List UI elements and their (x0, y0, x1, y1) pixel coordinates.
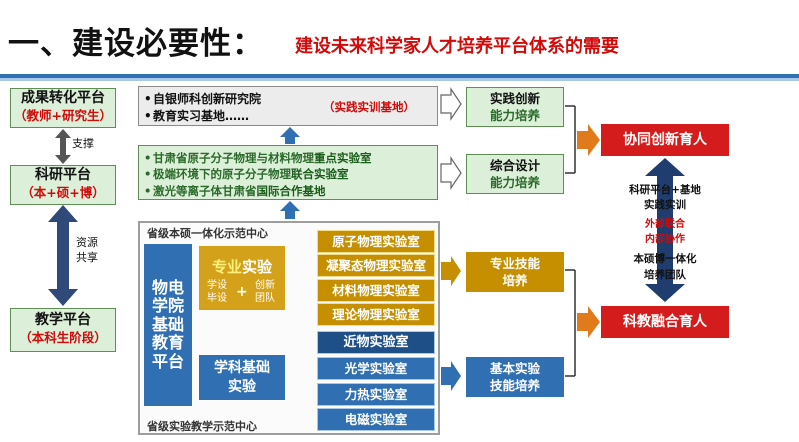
goal-arrow-top (577, 124, 600, 156)
key-lab-box: 甘肃省原子分子物理与材料物理重点实验室 极端环境下的原子分子物理联合实验室 激光… (138, 145, 438, 200)
outcome-skill-line-2: 培养 (502, 273, 528, 288)
lab-optics: 光学实验室 (317, 357, 435, 380)
practice-base-line-1: 自银师科创新研究院 (144, 91, 431, 108)
professional-left-note: 学设 毕设 (207, 279, 227, 305)
platform-teaching: 教学平台 （本科生阶段） (10, 308, 116, 352)
basic-lab-line-1: 学科基础 (214, 359, 270, 376)
page-subtitle: 建设未来科学家人才培养平台体系的需要 (295, 36, 619, 57)
outcome-practice: 实践创新 能力培养 (466, 87, 564, 127)
note-line-2: 实践实训 (644, 199, 686, 212)
professional-right-2: 团队 (255, 293, 275, 304)
outcome-design: 综合设计 能力培养 (466, 154, 564, 194)
lab-condensed: 凝聚态物理实验室 (317, 254, 435, 277)
share-label: 资源 共享 (76, 236, 98, 266)
key-lab-line-2: 极端环境下的原子分子物理联合实验室 (144, 166, 431, 183)
key-lab-line-1-em: 重点实验室 (314, 151, 372, 165)
outcome-basic-line-2: 技能培养 (489, 378, 540, 393)
key-lab-line-2-em: 联合实验室 (291, 167, 349, 182)
professional-left-1: 学设 (207, 280, 227, 291)
platform-research-name: 科研平台 (35, 167, 91, 183)
platform-research: 科研平台 （本+硕+博） (10, 165, 116, 205)
collaboration-notes: 科研平台+基地 实践实训 外部联合 内部协作 本硕博一体化 培养团队 (608, 183, 722, 283)
lab-mechanics-heat: 力热实验室 (317, 383, 435, 406)
arrow-to-practice (440, 87, 462, 121)
professional-right-1: 创新 (255, 280, 275, 291)
up-arrow-bottom (280, 201, 300, 219)
key-lab-line-3-pre: 激光等离子体甘肃省 (153, 183, 257, 198)
physics-platform-block: 物电 学院 基础 教育 平台 (144, 244, 192, 406)
professional-left-2: 毕设 (207, 293, 227, 304)
share-label-1: 资源 (76, 236, 98, 249)
key-lab-line-3: 激光等离子体甘肃省国际合作基地 (144, 183, 431, 200)
lab-materials: 材料物理实验室 (317, 279, 435, 302)
goal-arrow-bottom (577, 306, 600, 338)
platform-transfer: 成果转化平台 （教师+研究生） (10, 88, 116, 128)
top-bracket (565, 105, 576, 174)
lab-theory: 理论物理实验室 (317, 303, 435, 326)
physics-platform-line-2: 学院 (151, 296, 184, 316)
outcome-practice-line-2: 能力培养 (489, 108, 540, 123)
platform-teaching-note: （本科生阶段） (19, 329, 107, 345)
professional-plus: + (236, 284, 248, 300)
platform-transfer-note: （教师+研究生） (14, 107, 112, 123)
physics-platform-line-4: 教育 (151, 333, 184, 353)
note-line-5: 本硕博一体化 (633, 253, 697, 266)
basic-lab-line-2: 实验 (228, 378, 256, 395)
note-line-6: 培养团队 (644, 268, 686, 281)
title-underline-light (0, 78, 799, 81)
key-lab-line-3-em: 国际合作基地 (256, 183, 326, 198)
support-double-arrow (55, 129, 71, 164)
key-lab-line-1: 甘肃省原子分子物理与材料物理重点实验室 (144, 150, 431, 167)
outcome-skill-line-1: 专业技能 (489, 255, 540, 271)
outcome-skill: 专业技能 培养 (466, 252, 564, 292)
bottom-bracket (565, 269, 576, 377)
goal-double-arrow (645, 158, 685, 302)
note-line-3: 外部联合 (645, 219, 685, 231)
key-lab-line-1-pre: 甘肃省原子分子物理与材料物理 (153, 151, 314, 165)
support-label: 支撑 (72, 137, 94, 150)
frame-top-caption: 省级本硕一体化示范中心 (147, 227, 268, 240)
platform-transfer-name: 成果转化平台 (21, 90, 105, 106)
up-arrow-top (280, 127, 300, 144)
title-underline (0, 74, 799, 78)
page-title: 一、建设必要性： (8, 26, 264, 62)
outcome-design-line-1: 综合设计 (489, 157, 540, 173)
key-lab-line-2-pre: 极端环境下的原子分子物理 (153, 167, 291, 182)
arrow-to-skill (441, 256, 461, 286)
note-line-1: 科研平台+基地 (629, 184, 701, 196)
professional-lab-title-a: 专业 (211, 258, 242, 276)
practice-base-box: 自银师科创新研究院 教育实习基地…… (138, 86, 438, 126)
frame-bottom-caption: 省级实验教学示范中心 (147, 420, 257, 433)
physics-platform-line-3: 基础 (151, 314, 184, 334)
arrow-to-design (440, 156, 462, 190)
professional-lab-title-b: 实验 (242, 258, 273, 276)
note-line-4: 内部协作 (645, 233, 685, 245)
professional-lab-title: 专业实验 (199, 256, 285, 277)
lab-modern-physics: 近物实验室 (317, 331, 435, 354)
physics-platform-line-1: 物电 (151, 278, 184, 298)
physics-platform-line-5: 平台 (151, 351, 184, 371)
practice-base-tag: （实践实训基地） (323, 100, 415, 114)
professional-lab-block: 专业实验 学设 毕设 + 创新 团队 (199, 246, 285, 310)
share-label-2: 共享 (76, 250, 98, 264)
professional-right-note: 创新 团队 (255, 279, 275, 305)
arrow-to-basic (441, 361, 461, 391)
outcome-basic-line-1: 基本实验 (489, 360, 540, 376)
outcome-practice-line-1: 实践创新 (489, 90, 540, 106)
platform-teaching-name: 教学平台 (35, 312, 91, 328)
outcome-design-line-2: 能力培养 (489, 175, 540, 190)
platform-research-note: （本+硕+博） (21, 184, 105, 200)
basic-lab-block: 学科基础 实验 (199, 355, 285, 400)
lab-electromagnetism: 电磁实验室 (317, 408, 435, 431)
practice-base-line-2: 教育实习基地…… (144, 108, 431, 125)
share-double-arrow (48, 205, 78, 306)
outcome-basic: 基本实验 技能培养 (466, 357, 564, 397)
goal-integration: 科教融合育人 (601, 306, 729, 338)
goal-collaborative: 协同创新育人 (601, 124, 729, 156)
lab-atomic: 原子物理实验室 (317, 230, 435, 253)
